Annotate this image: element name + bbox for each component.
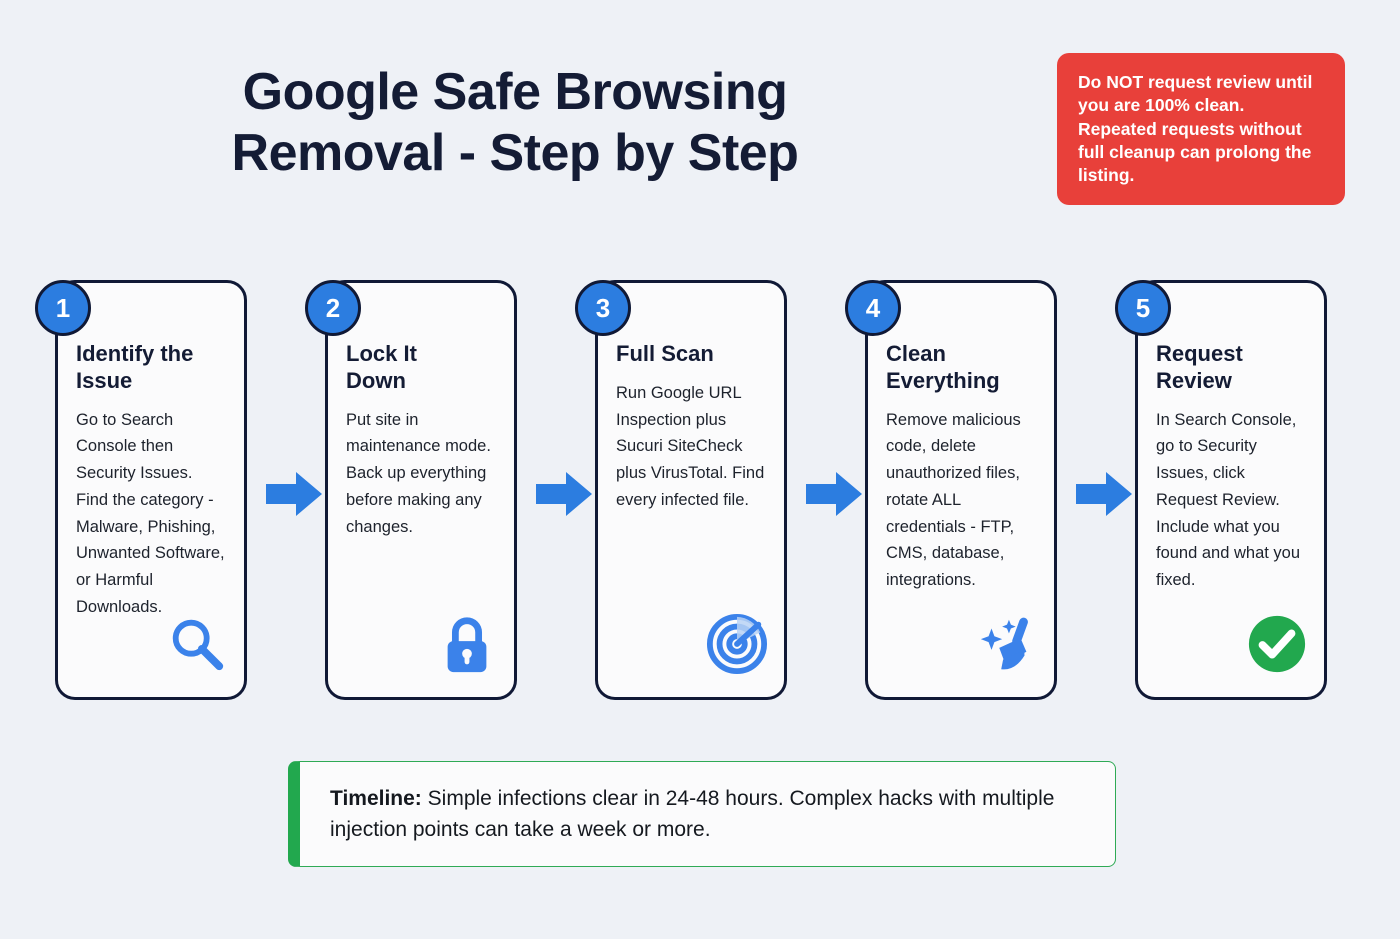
step-card-4[interactable]: Clean Everything Remove malicious code, …	[845, 280, 1057, 700]
check-circle-icon	[1246, 613, 1308, 675]
arrow-1-to-2	[266, 470, 322, 518]
step-2-description: Put site in maintenance mode. Back up ev…	[346, 410, 491, 536]
page-title-line-1: Google Safe Browsing	[242, 63, 788, 121]
step-card-5-body: Request Review In Search Console, go to …	[1135, 280, 1327, 700]
arrow-3-to-4	[806, 470, 862, 518]
arrow-4-to-5	[1076, 470, 1132, 518]
step-card-3-body: Full Scan Run Google URL Inspection plus…	[595, 280, 787, 700]
step-4-heading: Clean Everything	[886, 341, 1000, 393]
broom-sparkle-icon	[976, 613, 1038, 675]
page-title: Google Safe Browsing Removal - Step by S…	[0, 62, 1030, 185]
timeline-label: Timeline:	[330, 786, 422, 810]
step-card-1-body: Identify the Issue Go to Search Console …	[55, 280, 247, 700]
steps-row: Identify the Issue Go to Search Console …	[0, 252, 1400, 702]
step-1-number-badge: 1	[35, 280, 91, 336]
warning-callout: Do NOT request review until you are 100%…	[1057, 53, 1345, 206]
step-3-heading: Full Scan	[616, 341, 714, 366]
step-card-5[interactable]: Request Review In Search Console, go to …	[1115, 280, 1327, 700]
step-5-description: In Search Console, go to Security Issues…	[1156, 410, 1301, 589]
step-1-description: Go to Search Console then Security Issue…	[76, 410, 225, 616]
step-2-number-badge: 2	[305, 280, 361, 336]
step-2-heading: Lock It Down	[346, 341, 417, 393]
timeline-callout: Timeline: Simple infections clear in 24-…	[288, 761, 1116, 867]
padlock-icon	[436, 613, 498, 675]
radar-scan-icon	[706, 613, 768, 675]
magnifier-icon	[166, 613, 228, 675]
step-5-number-badge: 5	[1115, 280, 1171, 336]
step-5-heading: Request Review	[1156, 341, 1243, 393]
arrow-2-to-3	[536, 470, 592, 518]
step-card-4-body: Clean Everything Remove malicious code, …	[865, 280, 1057, 700]
timeline-body: Simple infections clear in 24-48 hours. …	[330, 786, 1055, 841]
step-1-heading: Identify the Issue	[76, 341, 194, 393]
step-4-description: Remove malicious code, delete unauthoriz…	[886, 410, 1021, 589]
step-card-2-body: Lock It Down Put site in maintenance mod…	[325, 280, 517, 700]
step-card-2[interactable]: Lock It Down Put site in maintenance mod…	[305, 280, 517, 700]
page-title-line-2: Removal - Step by Step	[231, 124, 799, 183]
step-card-1[interactable]: Identify the Issue Go to Search Console …	[35, 280, 247, 700]
step-4-number-badge: 4	[845, 280, 901, 336]
timeline-callout-text: Timeline: Simple infections clear in 24-…	[330, 783, 1089, 845]
step-3-number-badge: 3	[575, 280, 631, 336]
step-3-description: Run Google URL Inspection plus Sucuri Si…	[616, 383, 765, 509]
step-card-3[interactable]: Full Scan Run Google URL Inspection plus…	[575, 280, 787, 700]
warning-callout-text: Do NOT request review until you are 100%…	[1078, 72, 1313, 186]
